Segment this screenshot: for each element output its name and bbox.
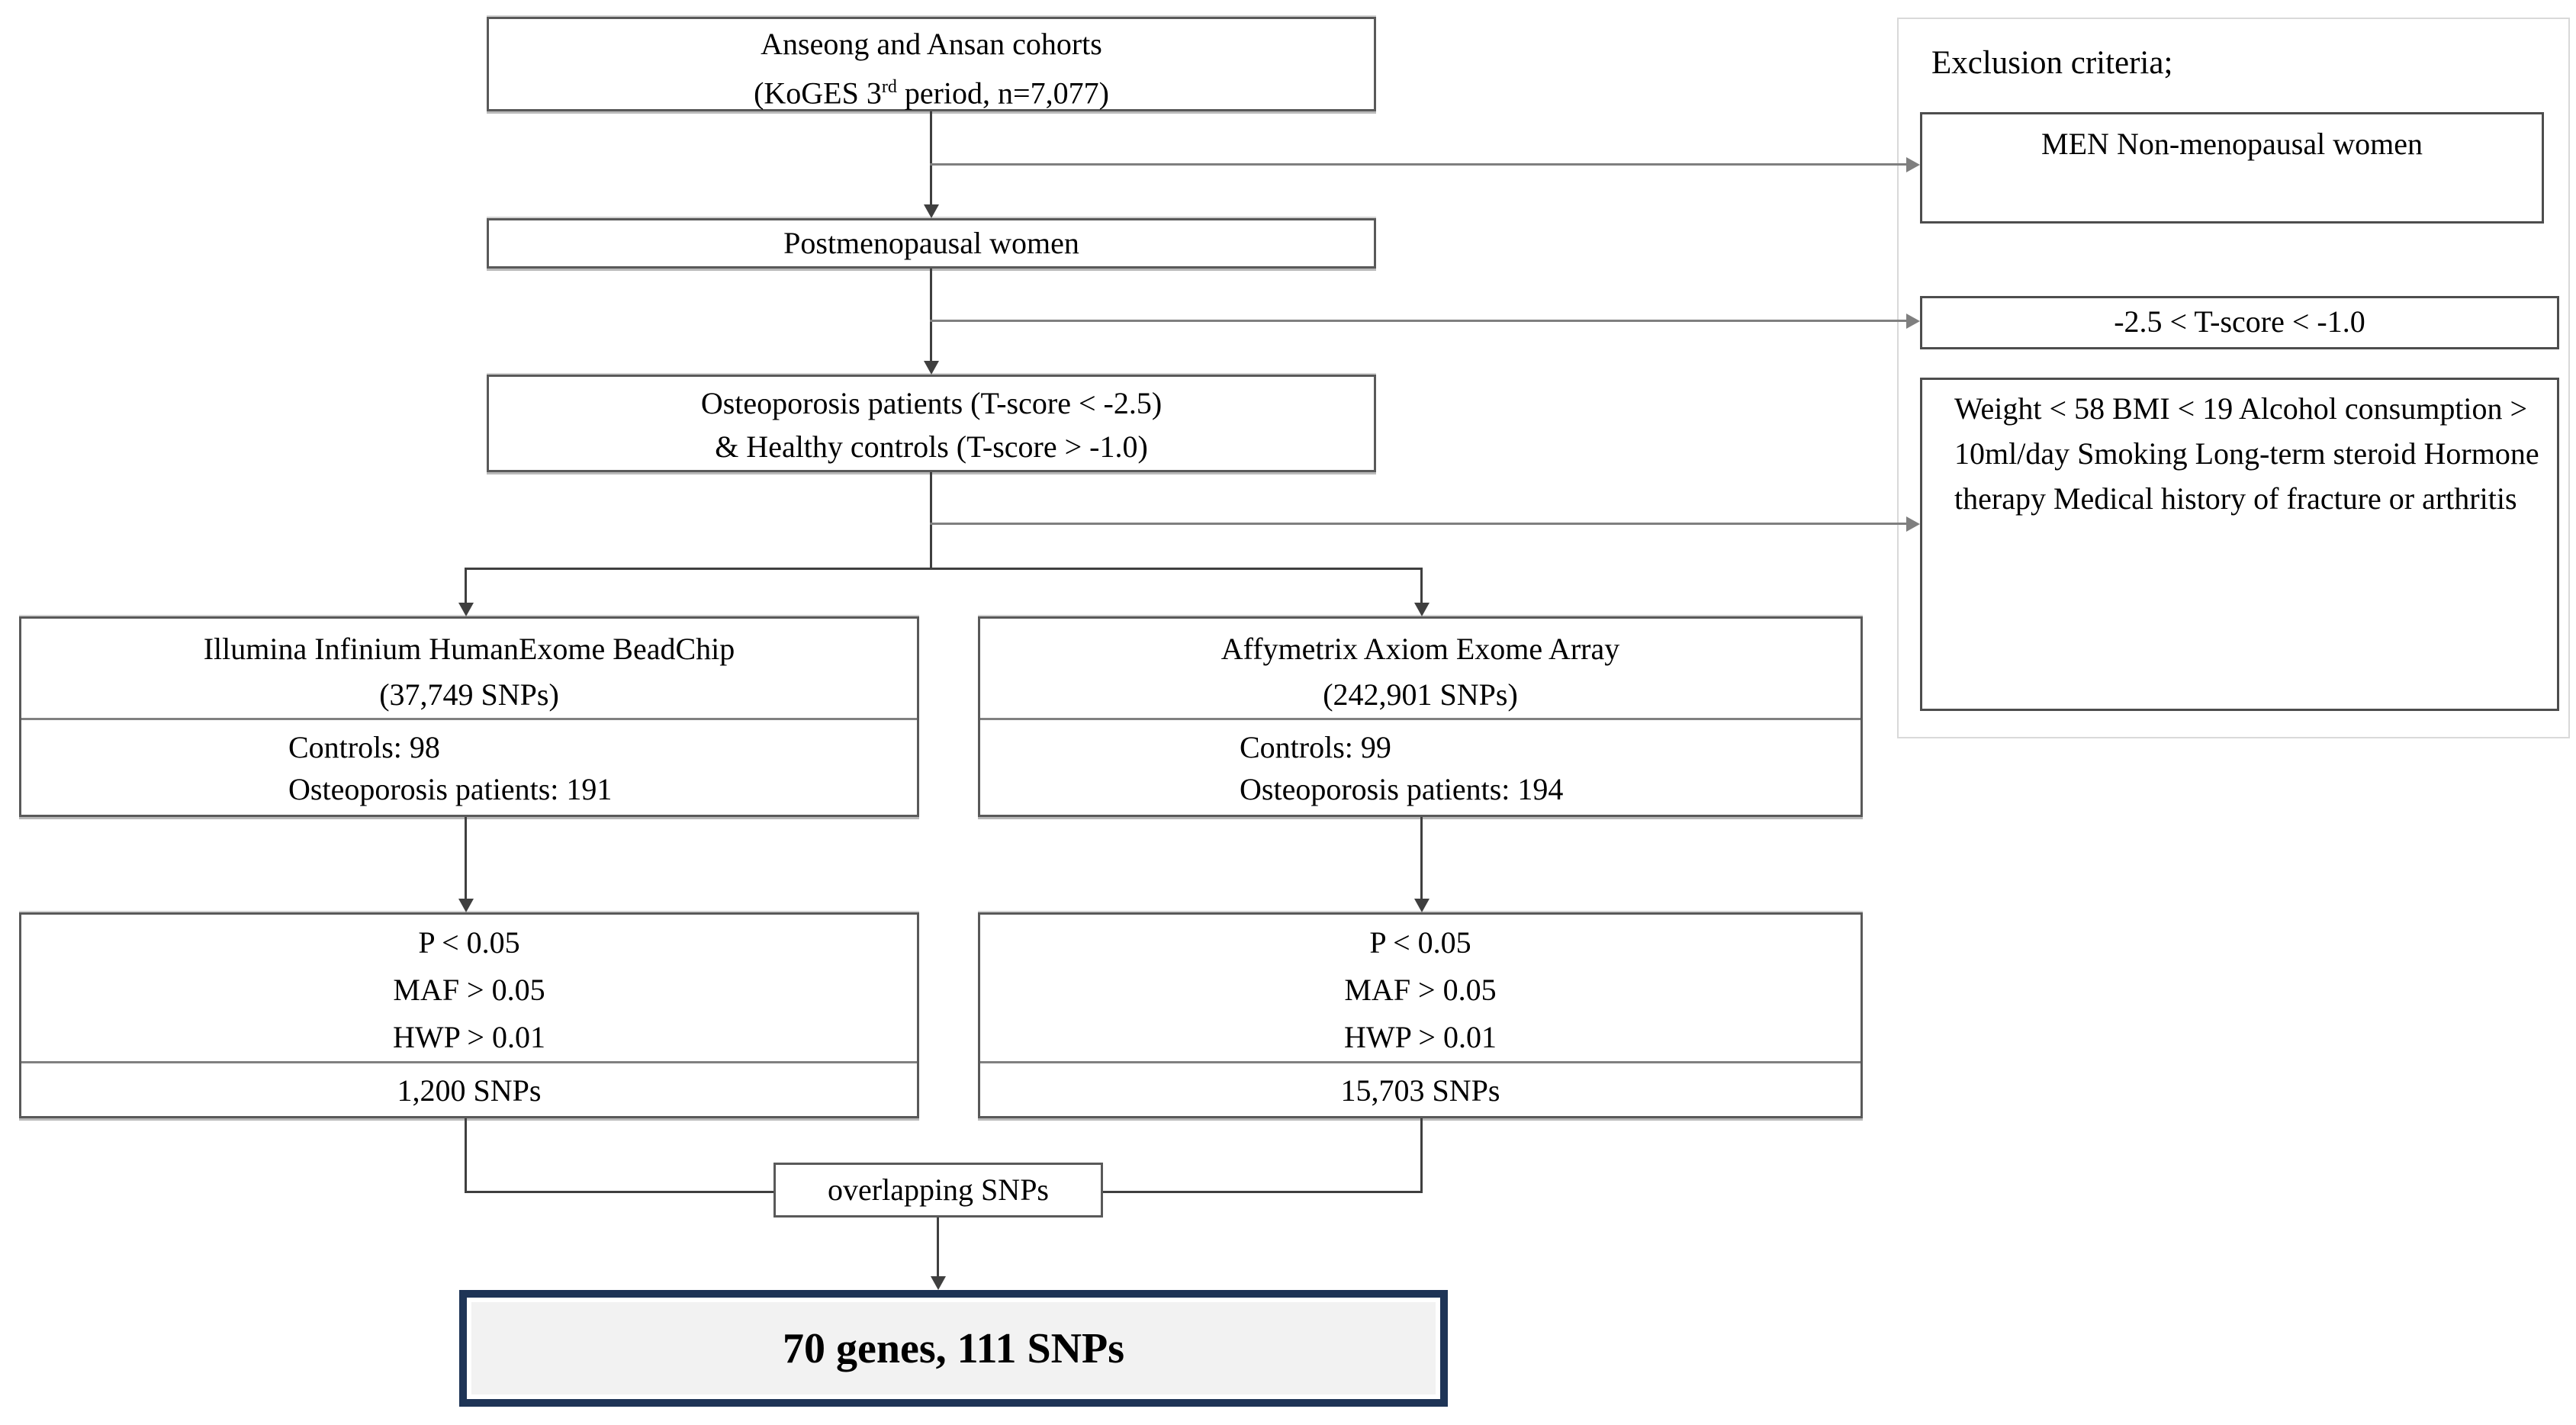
connector-illumina-overlap-h: [465, 1191, 773, 1193]
cohort-line2: (KoGES 3rd period, n=7,077): [754, 76, 1109, 111]
connector-postmenopausal-selection: [930, 269, 932, 362]
connector-overlap-final: [937, 1218, 939, 1276]
cohort-line1: Anseong and Ansan cohorts: [761, 27, 1102, 61]
connector-exclusion-list: [930, 523, 1907, 525]
affymetrix-patients: Osteoporosis patients: 194: [1240, 772, 1564, 806]
affymetrix-filter-criteria: P < 0.05 MAF > 0.05 HWP > 0.01: [980, 915, 1860, 1061]
arrow-down-icon: [458, 899, 474, 912]
selection-line2: & Healthy controls (T-score > -1.0): [715, 429, 1148, 464]
connector-selection-split: [930, 472, 932, 570]
illumina-patients: Osteoporosis patients: 191: [288, 772, 613, 806]
connector-illumina-filter: [465, 817, 467, 899]
criterion-hwp: HWP > 0.01: [1344, 1020, 1497, 1054]
illumina-title: Illumina Infinium HumanExome BeadChip: [203, 632, 735, 666]
connector-split-left: [465, 568, 467, 603]
exclusion-item: Medical history of fracture or arthritis: [2053, 481, 2517, 516]
criterion-maf: MAF > 0.05: [1344, 973, 1497, 1007]
arrow-down-icon: [458, 603, 474, 616]
criterion-hwp: HWP > 0.01: [393, 1020, 545, 1054]
arrow-down-icon: [1414, 603, 1430, 616]
exclusion-tscore: -2.5 < T-score < -1.0: [2114, 304, 2365, 339]
illumina-head: Illumina Infinium HumanExome BeadChip (3…: [21, 619, 917, 718]
exclusion-men: MEN: [2041, 127, 2109, 161]
illumina-counts: Controls: 98 Osteoporosis patients: 191: [21, 718, 917, 810]
connector-affymetrix-filter: [1420, 817, 1423, 899]
exclusion-item: BMI < 19: [2112, 391, 2233, 426]
connector-exclusion-men: [930, 163, 1907, 166]
criterion-maf: MAF > 0.05: [393, 973, 545, 1007]
illumina-filter-criteria: P < 0.05 MAF > 0.05 HWP > 0.01: [21, 915, 917, 1061]
affymetrix-controls: Controls: 99: [1240, 730, 1391, 764]
criterion-p: P < 0.05: [418, 925, 520, 960]
connector-split-right: [1420, 568, 1423, 603]
connector-cohort-postmenopausal: [930, 111, 932, 206]
arrow-right-icon: [1906, 157, 1920, 172]
exclusion-item: Long-term steroid: [2195, 436, 2417, 471]
postmenopausal-box: Postmenopausal women: [487, 218, 1376, 269]
final-result-label: 70 genes, 111 SNPs: [782, 1324, 1125, 1372]
affymetrix-subtitle: (242,901 SNPs): [1323, 677, 1518, 712]
exclusion-item: Weight < 58: [1954, 391, 2105, 426]
affymetrix-filter-result: 15,703 SNPs: [980, 1061, 1860, 1118]
overlap-label: overlapping SNPs: [828, 1172, 1049, 1207]
arrow-down-icon: [1414, 899, 1430, 912]
exclusion-item: Alcohol consumption > 10ml/day: [1954, 391, 2528, 471]
postmenopausal-label: Postmenopausal women: [783, 226, 1079, 260]
affymetrix-filter-box: P < 0.05 MAF > 0.05 HWP > 0.01 15,703 SN…: [978, 912, 1863, 1118]
illumina-box: Illumina Infinium HumanExome BeadChip (3…: [19, 616, 919, 817]
connector-affymetrix-overlap-v: [1420, 1118, 1423, 1193]
exclusion-nonmenopausal: Non-menopausal women: [2116, 127, 2423, 161]
exclusion-item: Smoking: [2077, 436, 2188, 471]
arrow-right-icon: [1906, 516, 1920, 532]
affymetrix-box: Affymetrix Axiom Exome Array (242,901 SN…: [978, 616, 1863, 817]
illumina-controls: Controls: 98: [288, 730, 440, 764]
final-result-box: 70 genes, 111 SNPs: [459, 1290, 1448, 1407]
arrow-down-icon: [924, 361, 939, 375]
arrow-down-icon: [924, 204, 939, 218]
exclusion-header: Exclusion criteria;: [1931, 45, 2173, 81]
connector-split-horizontal: [465, 568, 1423, 570]
connector-affymetrix-overlap-h: [1103, 1191, 1423, 1193]
exclusion-box-men: MEN Non-menopausal women: [1920, 112, 2544, 224]
cohort-box: Anseong and Ansan cohorts (KoGES 3rd per…: [487, 17, 1376, 111]
illumina-filter-result: 1,200 SNPs: [21, 1061, 917, 1118]
selection-line1: Osteoporosis patients (T-score < -2.5): [700, 386, 1163, 420]
overlap-box: overlapping SNPs: [773, 1163, 1103, 1218]
affymetrix-counts: Controls: 99 Osteoporosis patients: 194: [980, 718, 1860, 810]
ordinal-superscript: rd: [881, 77, 897, 97]
affymetrix-head: Affymetrix Axiom Exome Array (242,901 SN…: [980, 619, 1860, 718]
exclusion-box-tscore: -2.5 < T-score < -1.0: [1920, 296, 2559, 349]
connector-exclusion-tscore: [930, 320, 1907, 322]
exclusion-item: Hormone therapy: [1954, 436, 2539, 516]
illumina-subtitle: (37,749 SNPs): [379, 677, 559, 712]
affymetrix-title: Affymetrix Axiom Exome Array: [1220, 632, 1620, 666]
exclusion-box-list: Weight < 58 BMI < 19 Alcohol consumption…: [1920, 378, 2559, 711]
arrow-right-icon: [1906, 314, 1920, 329]
illumina-filter-box: P < 0.05 MAF > 0.05 HWP > 0.01 1,200 SNP…: [19, 912, 919, 1118]
arrow-down-icon: [931, 1276, 946, 1290]
selection-box: Osteoporosis patients (T-score < -2.5) &…: [487, 375, 1376, 472]
connector-illumina-overlap-v: [465, 1118, 467, 1193]
criterion-p: P < 0.05: [1369, 925, 1471, 960]
